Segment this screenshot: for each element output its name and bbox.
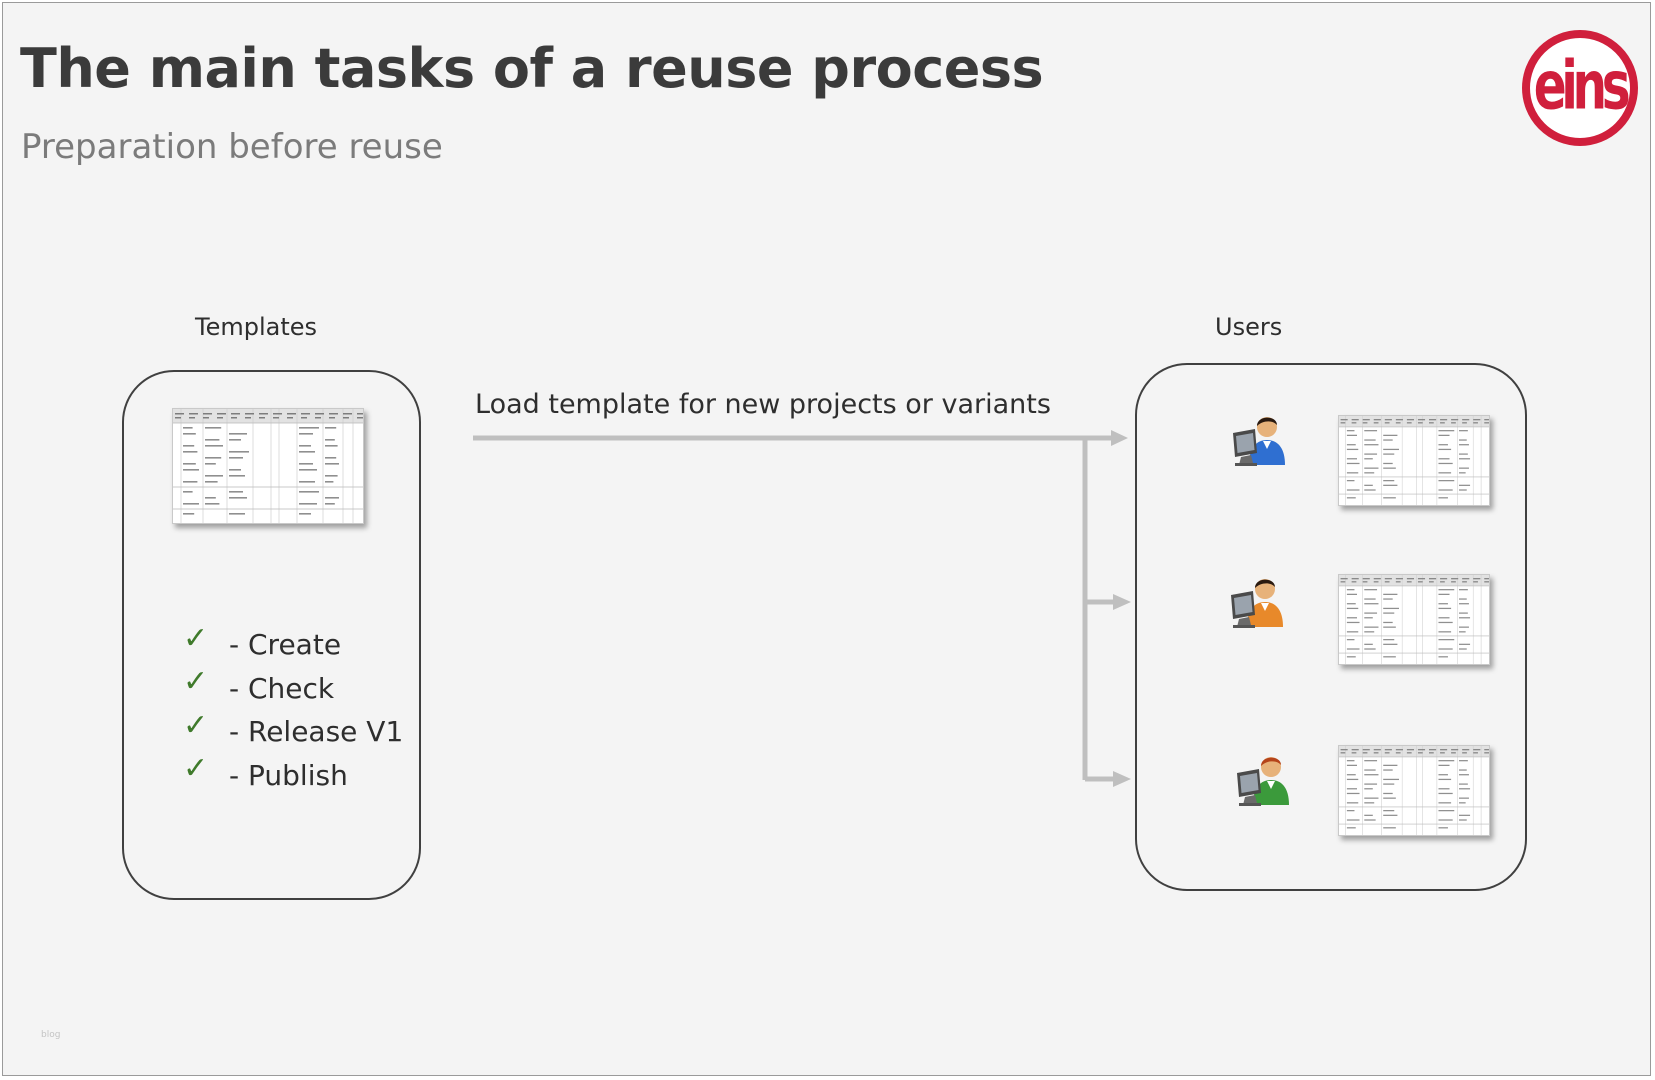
user-at-computer-icon [1237,757,1289,806]
check-icon: ✓ [183,751,209,787]
users-panel [1135,363,1527,891]
user-document-thumbnail[interactable] [1338,574,1490,665]
slide-subtitle: Preparation before reuse [21,127,443,167]
template-document-thumbnail[interactable] [172,408,364,524]
task-checklist: ✓ - Create ✓ - Check ✓ - Release V1 ✓ - … [183,623,403,797]
check-icon: ✓ [183,664,209,700]
templates-panel [122,370,421,900]
user-document-thumbnail[interactable] [1338,745,1490,836]
slide-title: The main tasks of a reuse process [20,37,1044,100]
checklist-item-create: ✓ - Create [183,620,342,662]
user-at-computer-icon [1233,417,1285,466]
arrowhead-3 [1113,771,1131,787]
arrowhead-1 [1111,430,1128,446]
checklist-item-release: ✓ - Release V1 [183,707,404,749]
checklist-item-check: ✓ - Check [183,664,335,705]
check-icon: ✓ [183,620,209,656]
svg-text:eins: eins [1534,47,1629,125]
templates-label: Templates [195,313,318,341]
flow-label: Load template for new projects or varian… [475,389,1051,420]
footer-mark: blog [41,1030,61,1040]
arrowhead-2 [1113,594,1131,610]
user-at-computer-icon [1231,579,1283,628]
user-document-thumbnail[interactable] [1338,415,1490,506]
check-icon: ✓ [183,707,209,743]
checklist-item-publish: ✓ - Publish [183,751,348,792]
users-label: Users [1215,313,1283,341]
eins-logo: eins [1522,30,1638,146]
